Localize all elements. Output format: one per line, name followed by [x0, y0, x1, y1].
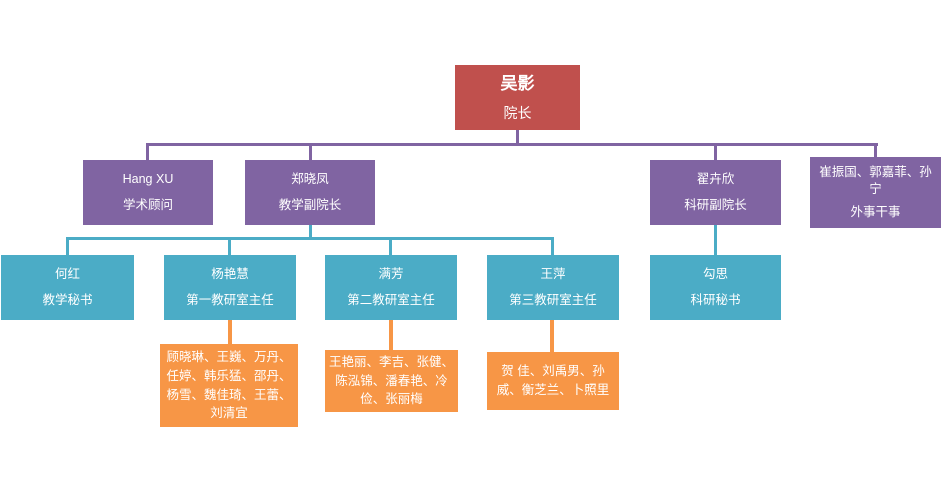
org-node-dept2-members: 王艳丽、李吉、张健、陈泓锦、潘春艳、冷俭、张丽梅	[325, 350, 458, 412]
org-node-vp-research-title: 科研副院长	[684, 198, 747, 212]
org-node-foreign-affairs: 崔振国、郭嘉菲、孙宁 外事干事	[810, 157, 941, 228]
org-node-foreign-affairs-name: 崔振国、郭嘉菲、孙宁	[819, 165, 932, 197]
connector-dept1-head-stub	[228, 240, 231, 255]
connector-vp-teaching-down	[309, 225, 312, 240]
org-node-advisor-title: 学术顾问	[122, 198, 173, 212]
org-node-teaching-secretary: 何红 教学秘书	[1, 255, 134, 320]
org-node-advisor: Hang XU 学术顾问	[83, 160, 213, 225]
connector-vp-research-stub	[714, 146, 717, 160]
org-node-dept1-head-name: 杨艳慧	[211, 267, 249, 282]
org-node-vp-teaching: 郑晓凤 教学副院长	[245, 160, 375, 225]
connector-foreign-affairs-stub	[874, 146, 877, 157]
connector-teaching-secretary-stub	[66, 240, 69, 255]
org-node-dept2-head-name: 满芳	[378, 267, 404, 282]
connector-level2-horizontal	[146, 143, 878, 146]
org-node-teaching-secretary-title: 教学秘书	[42, 293, 93, 307]
connector-advisor-stub	[146, 146, 149, 160]
org-node-ceo-title: 院长	[503, 104, 532, 121]
org-node-dept1-head-title: 第一教研室主任	[186, 293, 274, 307]
org-node-advisor-name: Hang XU	[122, 172, 174, 187]
org-node-foreign-affairs-title: 外事干事	[850, 204, 901, 219]
org-node-ceo: 吴影 院长	[455, 65, 580, 130]
connector-dept3-head-stub	[551, 240, 554, 255]
org-node-dept3-head-title: 第三教研室主任	[509, 293, 597, 307]
connector-level3-horizontal	[66, 237, 554, 240]
connector-ceo-down	[516, 130, 519, 146]
org-node-research-secretary: 勾思 科研秘书	[650, 255, 781, 320]
org-node-vp-teaching-title: 教学副院长	[278, 198, 342, 212]
org-node-vp-research-name: 翟卉欣	[696, 172, 735, 187]
org-node-dept1-head: 杨艳慧 第一教研室主任	[164, 255, 296, 320]
org-node-dept3-head-name: 王萍	[540, 267, 566, 282]
org-node-research-secretary-name: 勾思	[702, 267, 728, 282]
org-node-vp-research: 翟卉欣 科研副院长	[650, 160, 781, 225]
connector-dept1-members-down	[228, 320, 232, 344]
org-node-dept3-head: 王萍 第三教研室主任	[487, 255, 619, 320]
org-node-dept2-head: 满芳 第二教研室主任	[325, 255, 457, 320]
org-node-vp-teaching-name: 郑晓凤	[291, 172, 329, 187]
org-node-dept1-members: 顾晓琳、王巍、万丹、任婷、韩乐猛、邵丹、杨雪、魏佳琦、王蕾、刘清宜	[160, 344, 298, 427]
org-node-dept2-head-title: 第二教研室主任	[347, 293, 435, 307]
connector-vp-teaching-stub	[309, 146, 312, 160]
org-node-dept3-members: 贺 佳、刘禹男、孙威、衡芝兰、卜照里	[487, 352, 619, 410]
connector-dept2-members-down	[389, 320, 393, 350]
org-node-ceo-name: 吴影	[500, 73, 535, 93]
connector-dept2-head-stub	[389, 240, 392, 255]
connector-research-secretary-down	[714, 225, 717, 255]
org-node-research-secretary-title: 科研秘书	[690, 293, 741, 307]
connector-dept3-members-down	[550, 320, 554, 352]
org-node-teaching-secretary-name: 何红	[54, 267, 80, 282]
